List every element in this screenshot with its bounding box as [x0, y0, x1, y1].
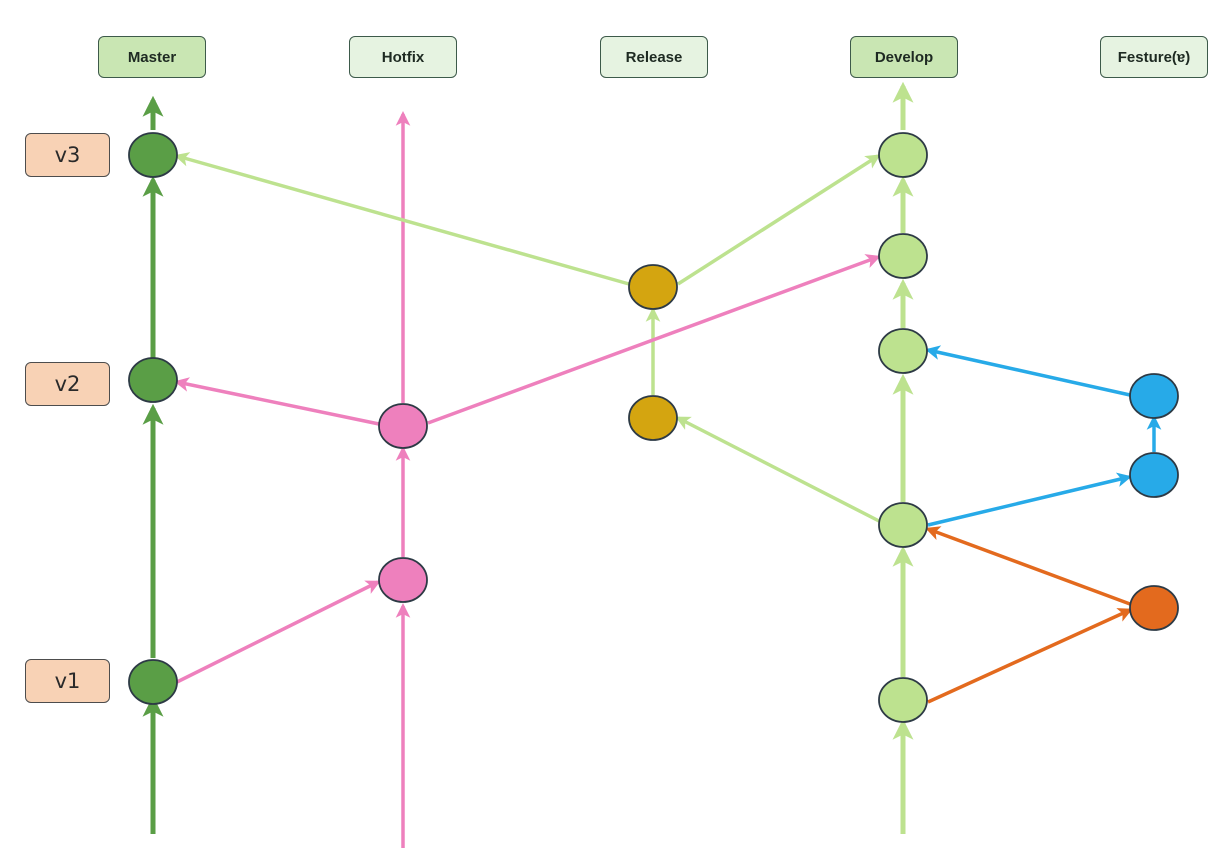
commit-node-feature-blue-2 — [1129, 373, 1179, 419]
commit-node-release-2 — [628, 264, 678, 310]
branch-arrow-develop-to-feature-orange — [927, 608, 1133, 704]
merge-arrow-release-to-master — [174, 152, 630, 286]
merge-arrow-release-to-develop — [677, 154, 881, 286]
branch-arrow-develop-to-feature-blue — [927, 472, 1132, 527]
commit-node-master-v2 — [128, 357, 178, 403]
commit-node-master-v3 — [128, 132, 178, 178]
commit-node-develop-4 — [878, 233, 928, 279]
version-tag-v1: v1 — [25, 659, 110, 703]
lane-header-master: Master — [98, 36, 206, 78]
commit-node-hotfix-1 — [378, 557, 428, 603]
commit-node-hotfix-2 — [378, 403, 428, 449]
commit-node-develop-3 — [878, 328, 928, 374]
commit-node-develop-1 — [878, 677, 928, 723]
commit-node-release-1 — [628, 395, 678, 441]
lane-header-hotfix: Hotfix — [349, 36, 457, 78]
commit-node-develop-5 — [878, 132, 928, 178]
version-tag-v3: v3 — [25, 133, 110, 177]
merge-arrow-feature-orange-to-develop — [925, 526, 1131, 606]
commit-node-develop-2 — [878, 502, 928, 548]
commit-node-master-v1 — [128, 659, 178, 705]
commit-node-feature-orange — [1129, 585, 1179, 631]
lane-header-develop: Develop — [850, 36, 958, 78]
commit-node-feature-blue-1 — [1129, 452, 1179, 498]
merge-arrow-master-to-hotfix — [176, 580, 381, 684]
merge-arrow-hotfix-to-develop — [427, 254, 881, 425]
lane-header-release: Release — [600, 36, 708, 78]
lane-header-feature: Festure(ɐ) — [1100, 36, 1208, 78]
merge-arrow-feature-blue-to-develop — [925, 345, 1131, 397]
merge-arrow-hotfix-to-master — [174, 377, 380, 426]
version-tag-v2: v2 — [25, 362, 110, 406]
branch-arrow-develop-to-release — [675, 416, 880, 523]
